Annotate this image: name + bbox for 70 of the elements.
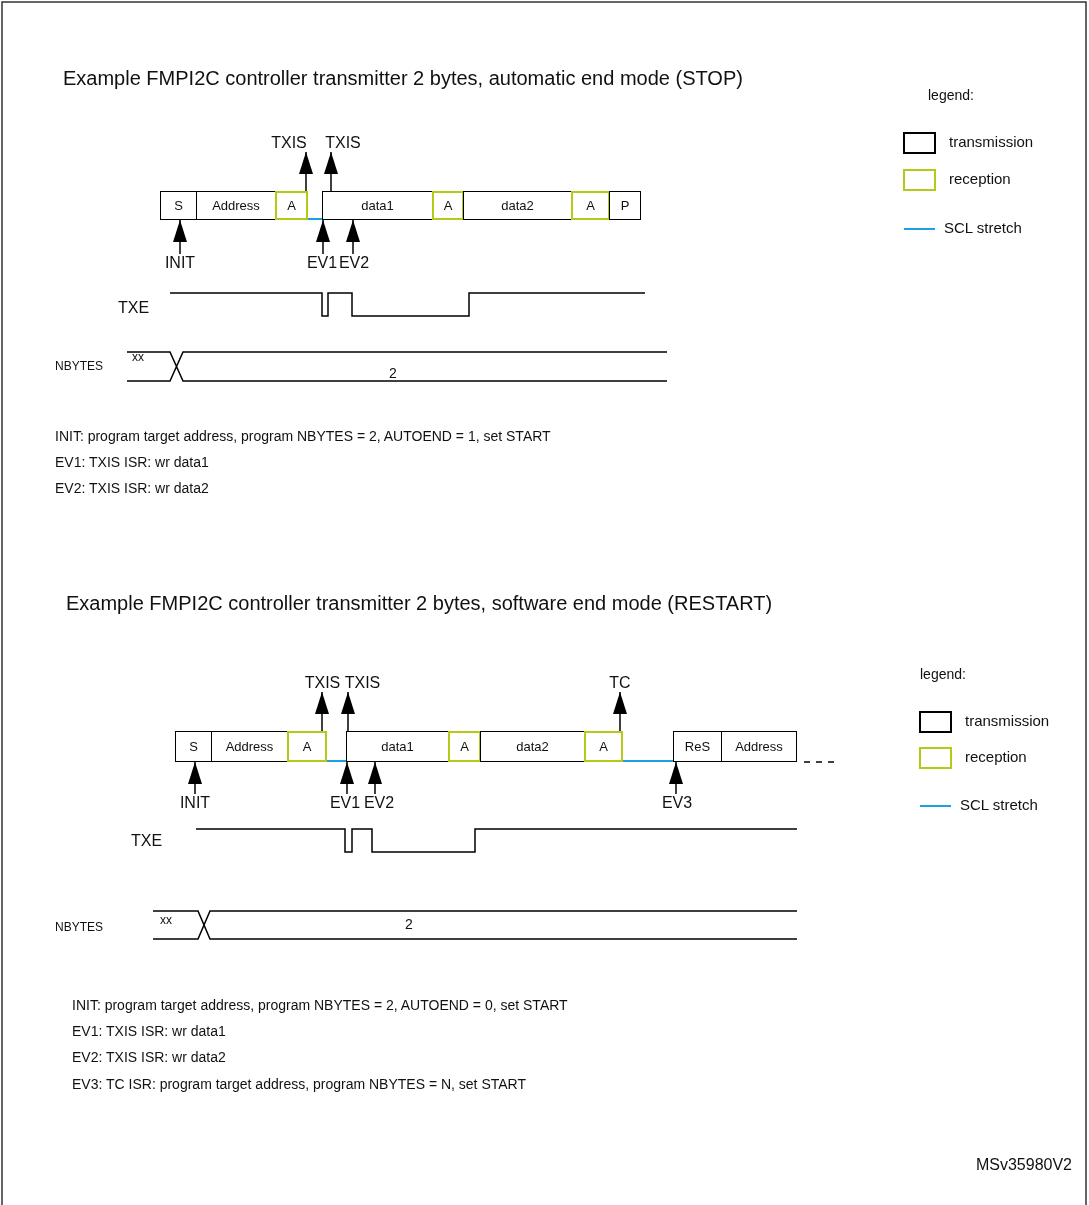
event-label: EV3 xyxy=(659,794,695,812)
event-label: TXIS xyxy=(344,674,381,692)
frame-field: A xyxy=(287,731,327,762)
legend-heading: legend: xyxy=(928,87,974,104)
note-text: EV2: TXIS ISR: wr data2 xyxy=(55,480,209,497)
legend-text: transmission xyxy=(965,712,1050,730)
note-text: EV2: TXIS ISR: wr data2 xyxy=(72,1049,226,1066)
note-text: EV1: TXIS ISR: wr data1 xyxy=(72,1023,226,1040)
frame-field: Address xyxy=(196,191,276,220)
event-label: EV1 xyxy=(306,254,338,272)
event-label: TC xyxy=(605,674,635,692)
event-label: TXIS xyxy=(323,134,363,152)
arrow xyxy=(346,219,360,255)
arrow xyxy=(316,219,330,255)
legend-text: SCL stretch xyxy=(944,219,1022,237)
frame-field: S xyxy=(160,191,197,220)
legend-text: SCL stretch xyxy=(960,796,1038,814)
bus-value: 2 xyxy=(389,365,397,382)
legend-text: reception xyxy=(949,170,1011,188)
event-label: TXIS xyxy=(269,134,309,152)
section-heading: Example FMPI2C controller transmitter 2 bytes, software end mode (RESTART) xyxy=(66,591,773,615)
frame-field: A xyxy=(448,731,481,762)
event-label: EV1 xyxy=(328,794,362,812)
event-label: EV2 xyxy=(338,254,370,272)
arrow xyxy=(315,691,329,732)
frame-field: data1 xyxy=(322,191,433,220)
note-text: EV1: TXIS ISR: wr data1 xyxy=(55,454,209,471)
note-text: EV3: TC ISR: program target address, program NBYTES = N, set START xyxy=(72,1076,526,1093)
arrow xyxy=(173,219,187,255)
arrow xyxy=(368,761,382,795)
frame-field: Address xyxy=(721,731,797,762)
signal-name: NBYTES xyxy=(55,359,103,374)
frame-field: A xyxy=(571,191,610,220)
bus-value: xx xyxy=(132,350,144,365)
frame-field: A xyxy=(275,191,308,220)
note-text: INIT: program target address, program NBYTES = 2, AUTOEND = 1, set START xyxy=(55,428,551,445)
legend-heading: legend: xyxy=(920,666,966,683)
event-label: INIT xyxy=(158,254,202,272)
arrow xyxy=(340,761,354,795)
arrow xyxy=(341,691,355,732)
stretch-line xyxy=(307,218,323,220)
frame-field: ReS xyxy=(673,731,722,762)
signal-name: TXE xyxy=(131,831,163,851)
legend-text: reception xyxy=(965,748,1027,766)
arrow xyxy=(669,761,683,795)
frame-field: A xyxy=(584,731,623,762)
frame-field: Address xyxy=(211,731,288,762)
arrow xyxy=(188,761,202,795)
frame-field: data1 xyxy=(346,731,449,762)
event-label: TXIS xyxy=(304,674,341,692)
figure-id: MSv35980V2 xyxy=(975,1155,1072,1175)
frame-field: P xyxy=(609,191,641,220)
bus-value: 2 xyxy=(405,916,413,933)
frame-field: A xyxy=(432,191,464,220)
legend-text: transmission xyxy=(949,133,1034,151)
event-label: INIT xyxy=(173,794,217,812)
signal-name: TXE xyxy=(118,298,150,318)
frame-field: S xyxy=(175,731,212,762)
arrow xyxy=(613,691,627,732)
stretch-line xyxy=(622,760,674,762)
event-label: EV2 xyxy=(362,794,396,812)
note-text: INIT: program target address, program NBYTES = 2, AUTOEND = 0, set START xyxy=(72,997,568,1014)
section-heading: Example FMPI2C controller transmitter 2 bytes, automatic end mode (STOP) xyxy=(63,66,743,90)
signal-name: NBYTES xyxy=(55,920,103,935)
bus-value: xx xyxy=(160,913,172,928)
stretch-line xyxy=(326,760,347,762)
arrow xyxy=(299,151,313,192)
arrow xyxy=(324,151,338,192)
frame-field: data2 xyxy=(480,731,585,762)
frame-field: data2 xyxy=(463,191,572,220)
